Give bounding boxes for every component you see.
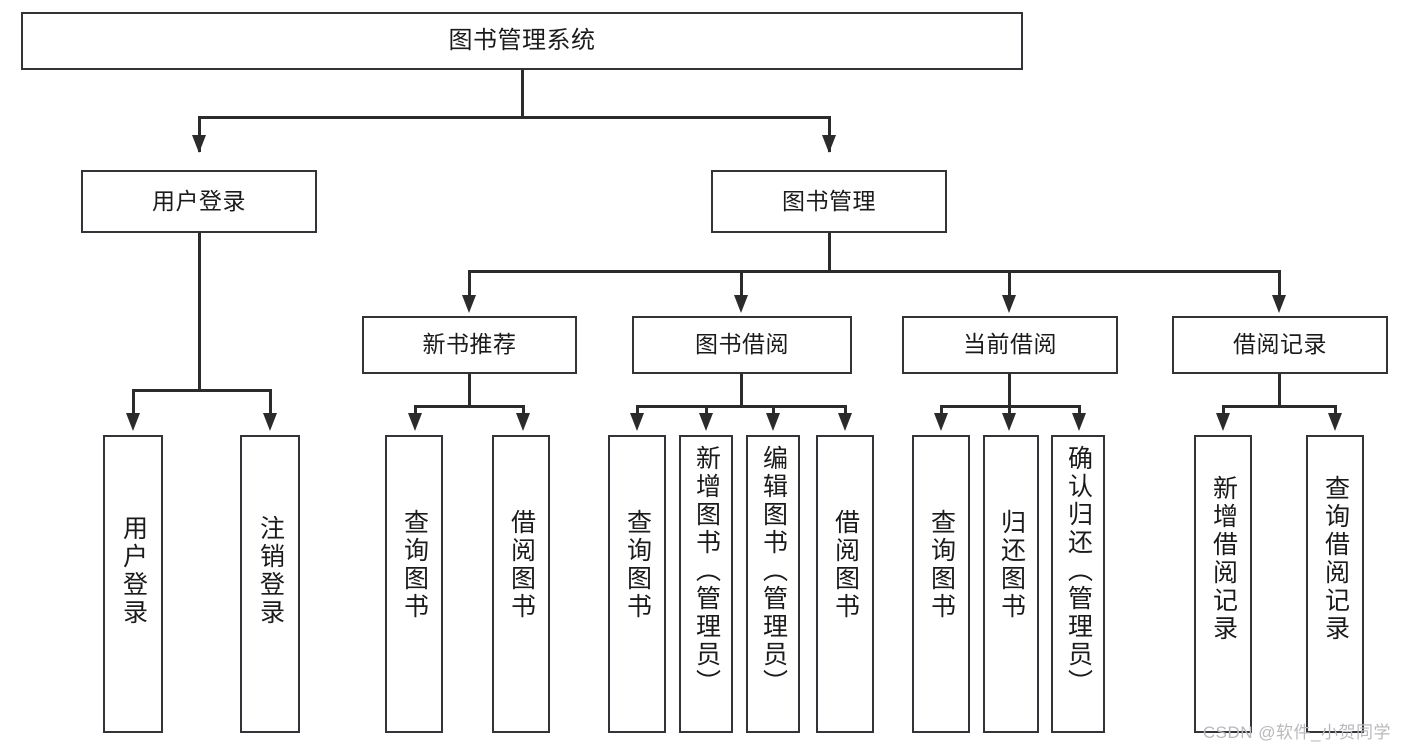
node-label: 查询图书: [400, 509, 429, 621]
edge-user-login-drop-1: [132, 389, 135, 419]
edge-borrow-record-stem: [1278, 374, 1281, 407]
edge-root-to-user-login: [198, 116, 201, 152]
arrowhead-bb-leaf-3: [766, 413, 780, 431]
edge-bb-drop-1: [636, 405, 639, 419]
arrowhead-bb-leaf-4: [838, 413, 852, 431]
arrowhead-bb-leaf-2: [699, 413, 713, 431]
arrowhead-cb-leaf-3: [1072, 413, 1086, 431]
edge-bb-drop-4: [844, 405, 847, 419]
leaf-borrow-book-recommend[interactable]: 借阅图书: [492, 435, 550, 733]
edge-current-borrow-stem: [1008, 374, 1011, 407]
arrowhead-br-leaf-2: [1328, 413, 1342, 431]
arrowhead-book-management: [822, 135, 836, 153]
edge-user-login-bus: [132, 389, 271, 392]
arrowhead-borrow-record: [1272, 295, 1286, 313]
arrowhead-leaf-user-login: [126, 413, 140, 431]
edge-cb-drop-2: [1008, 405, 1011, 419]
edge-root-to-book-management: [828, 116, 831, 152]
node-label: 借阅图书: [507, 509, 536, 621]
edge-book-management-bus: [468, 270, 1280, 273]
node-label: 查询借阅记录: [1321, 475, 1350, 643]
node-borrow-record[interactable]: 借阅记录: [1172, 316, 1388, 374]
arrowhead-bb-leaf-1: [630, 413, 644, 431]
node-root-book-management-system[interactable]: 图书管理系统: [21, 12, 1023, 70]
leaf-logout[interactable]: 注销登录: [240, 435, 300, 733]
node-book-borrow[interactable]: 图书借阅: [632, 316, 852, 374]
leaf-return-book[interactable]: 归还图书: [983, 435, 1039, 733]
node-label: 归还图书: [997, 509, 1026, 621]
leaf-query-book-current[interactable]: 查询图书: [912, 435, 970, 733]
node-label: 图书借阅: [695, 331, 789, 358]
leaf-query-book-borrow[interactable]: 查询图书: [608, 435, 666, 733]
leaf-add-borrow-record[interactable]: 新增借阅记录: [1194, 435, 1252, 733]
edge-book-borrow-bus: [636, 405, 846, 408]
edge-new-book-drop-2: [522, 405, 525, 419]
leaf-user-login[interactable]: 用户登录: [103, 435, 163, 733]
node-label: 图书管理系统: [448, 26, 596, 54]
edge-bm-drop-borrow-record: [1278, 270, 1281, 302]
leaf-confirm-return-admin[interactable]: 确认归还（管理员）: [1051, 435, 1105, 733]
edge-new-book-drop-1: [414, 405, 417, 419]
leaf-add-book-admin[interactable]: 新增图书（管理员）: [679, 435, 733, 733]
edge-user-login-drop-2: [269, 389, 272, 419]
node-label: 当前借阅: [963, 331, 1057, 358]
edge-bm-drop-current-borrow: [1008, 270, 1011, 302]
node-label: 确认归还（管理员）: [1064, 445, 1093, 697]
arrowhead-cb-leaf-1: [934, 413, 948, 431]
arrowhead-leaf-logout: [263, 413, 277, 431]
edge-bb-drop-2: [705, 405, 708, 419]
node-label: 新增借阅记录: [1209, 475, 1238, 643]
node-label: 新书推荐: [422, 331, 517, 358]
edge-bm-drop-book-borrow: [740, 270, 743, 302]
arrowhead-nb-leaf-1: [408, 413, 422, 431]
edge-br-drop-2: [1334, 405, 1337, 419]
arrowhead-book-borrow: [734, 295, 748, 313]
node-user-login[interactable]: 用户登录: [81, 170, 317, 233]
arrowhead-cb-leaf-2: [1002, 413, 1016, 431]
node-label: 查询图书: [623, 509, 652, 621]
edge-cb-drop-3: [1078, 405, 1081, 419]
leaf-edit-book-admin[interactable]: 编辑图书（管理员）: [746, 435, 800, 733]
arrowhead-br-leaf-1: [1216, 413, 1230, 431]
node-label: 查询图书: [927, 509, 956, 621]
node-current-borrow[interactable]: 当前借阅: [902, 316, 1118, 374]
leaf-query-book-recommend[interactable]: 查询图书: [385, 435, 443, 733]
arrowhead-new-book-recommend: [462, 295, 476, 313]
edge-book-borrow-stem: [740, 374, 743, 407]
arrowhead-nb-leaf-2: [516, 413, 530, 431]
node-label: 借阅图书: [831, 509, 860, 621]
leaf-borrow-book[interactable]: 借阅图书: [816, 435, 874, 733]
edge-book-management-stem: [828, 233, 831, 272]
node-label: 新增图书（管理员）: [692, 445, 721, 697]
node-label: 注销登录: [256, 515, 285, 627]
arrowhead-current-borrow: [1002, 295, 1016, 313]
node-label: 用户登录: [119, 515, 148, 627]
edge-cb-drop-1: [940, 405, 943, 419]
edge-borrow-record-bus: [1222, 405, 1336, 408]
edge-root-stem: [521, 70, 524, 118]
edge-new-book-stem: [468, 374, 471, 407]
edge-bm-drop-new-book: [468, 270, 471, 302]
edge-user-login-stem: [198, 233, 201, 391]
leaf-query-borrow-record[interactable]: 查询借阅记录: [1306, 435, 1364, 733]
arrowhead-user-login: [192, 135, 206, 153]
node-label: 图书管理: [782, 187, 876, 214]
node-label: 编辑图书（管理员）: [759, 445, 788, 697]
node-book-management[interactable]: 图书管理: [711, 170, 947, 233]
edge-bb-drop-3: [772, 405, 775, 419]
edge-br-drop-1: [1222, 405, 1225, 419]
node-label: 用户登录: [152, 187, 246, 214]
node-new-book-recommend[interactable]: 新书推荐: [362, 316, 577, 374]
node-label: 借阅记录: [1233, 331, 1327, 358]
edge-new-book-bus: [414, 405, 524, 408]
edge-root-bus: [198, 116, 831, 119]
